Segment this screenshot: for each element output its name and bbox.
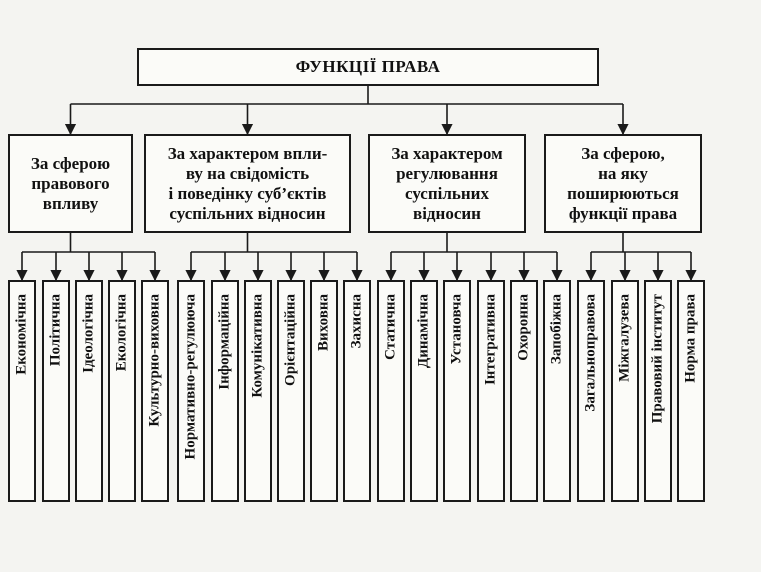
function-box: Політична: [42, 280, 70, 502]
function-label: Нормативно-регулююча: [182, 294, 199, 460]
category-label-line: суспільних: [405, 183, 489, 203]
function-label: Міжгалузева: [616, 294, 633, 382]
function-label: Охоронна: [515, 294, 532, 361]
category-label-line: За характером впли-: [167, 143, 328, 163]
function-box: Інформаційна: [211, 280, 239, 502]
function-label: Комунікативна: [249, 294, 266, 398]
category-label-line: правового: [31, 173, 110, 193]
function-label: Політична: [47, 294, 64, 367]
function-box: Екологічна: [108, 280, 136, 502]
category-label-line: відносин: [413, 203, 481, 223]
function-box: Правовий інститут: [644, 280, 672, 502]
function-box: Запобіжна: [543, 280, 571, 502]
function-box: Загальноправова: [577, 280, 605, 502]
category-label-line: на яку: [598, 163, 648, 183]
category-label-line: і поведінку суб’єктів: [168, 183, 327, 203]
category-label-line: функції права: [568, 203, 678, 223]
function-label: Запобіжна: [548, 294, 565, 365]
function-label: Загальноправова: [582, 294, 599, 412]
function-label: Правовий інститут: [649, 294, 666, 424]
function-box: Ідеологічна: [75, 280, 103, 502]
category-label-line: ву на свідомість: [185, 163, 310, 183]
function-label: Культурно-виховна: [146, 294, 163, 427]
function-box: Охоронна: [510, 280, 538, 502]
function-label: Установча: [448, 294, 465, 365]
category-label-line: регулювання: [396, 163, 498, 183]
function-box: Нормативно-регулююча: [177, 280, 205, 502]
category-label-line: впливу: [42, 193, 99, 213]
category-label-line: За характером: [391, 143, 503, 163]
function-label: Ідеологічна: [80, 294, 97, 373]
function-box: Орієнтаційна: [277, 280, 305, 502]
function-label: Інтегративна: [482, 294, 499, 386]
function-label: Економічна: [13, 294, 30, 375]
function-label: Екологічна: [113, 294, 130, 372]
function-box: Інтегративна: [477, 280, 505, 502]
category-label-line: За сферою: [30, 153, 111, 173]
function-box: Динамічна: [410, 280, 438, 502]
function-box: Культурно-виховна: [141, 280, 169, 502]
function-box: Економічна: [8, 280, 36, 502]
function-label: Статична: [382, 294, 399, 360]
function-box: Виховна: [310, 280, 338, 502]
function-box: Установча: [443, 280, 471, 502]
diagram-title: ФУНКЦІЇ ПРАВА: [295, 57, 441, 76]
function-label: Інформаційна: [216, 294, 233, 390]
category-label-line: поширюються: [567, 183, 679, 203]
function-box: Захисна: [343, 280, 371, 502]
function-box: Комунікативна: [244, 280, 272, 502]
function-label: Захисна: [348, 294, 365, 349]
function-box: Статична: [377, 280, 405, 502]
function-label: Орієнтаційна: [282, 294, 299, 386]
category-label-line: За сферою,: [581, 143, 665, 163]
function-label: Виховна: [315, 294, 332, 351]
category-label-line: суспільних відносин: [169, 203, 326, 223]
function-label: Норма права: [682, 294, 699, 383]
function-label: Динамічна: [415, 294, 432, 369]
function-box: Міжгалузева: [611, 280, 639, 502]
function-box: Норма права: [677, 280, 705, 502]
diagram-title-box: ФУНКЦІЇ ПРАВА: [137, 48, 599, 86]
